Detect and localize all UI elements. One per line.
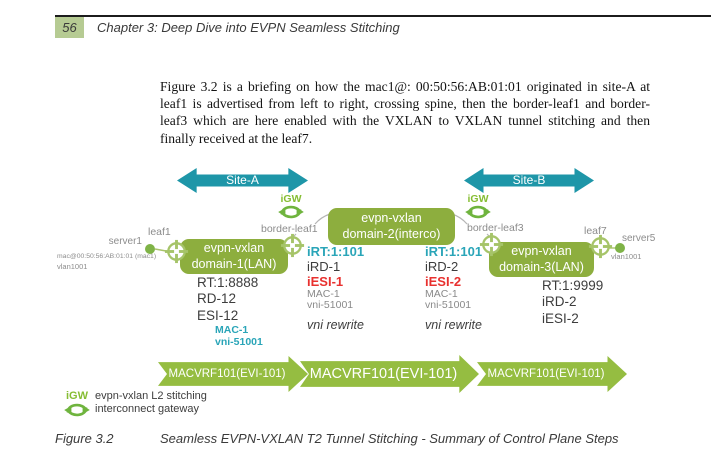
interco-right-rewrite: vni rewrite	[425, 318, 482, 332]
server5-label: server5	[622, 233, 656, 244]
chapter-title: Chapter 3: Deep Dive into EVPN Seamless …	[97, 20, 400, 35]
igw-label-b: iGW	[467, 193, 489, 205]
interconnect-gateway-icon	[63, 402, 91, 418]
site-a-arrow: Site-A	[177, 168, 308, 193]
interco-left-irt: iRT:1:101	[307, 244, 365, 259]
domain1-mac-vni: MAC-1 vni-51001	[215, 324, 263, 349]
interco-right-vni: vni-51001	[425, 299, 472, 311]
interco-right-ird: iRD-2	[425, 259, 459, 274]
page-number-badge: 56	[55, 17, 84, 38]
domain3-rt: RT:1:9999	[542, 278, 604, 293]
border-leaf3-label: border-leaf3	[467, 222, 524, 234]
macvrf-flow-arrow-2: MACVRF101(EVI-101)	[300, 355, 479, 393]
interconnect-gateway-icon	[464, 204, 492, 220]
figure-caption-number: Figure 3.2	[55, 431, 114, 446]
legend-stitching-text: evpn-vxlan L2 stitching	[95, 390, 207, 402]
interco-right-mac: MAC-1	[425, 288, 458, 300]
header-rule	[55, 15, 711, 17]
border-leaf1-label: border-leaf1	[261, 223, 318, 235]
border-leaf1-router-icon	[279, 232, 306, 259]
server5-vlan-label: vlan1001	[611, 252, 642, 261]
body-paragraph: Figure 3.2 is a briefing on how the mac1…	[160, 79, 650, 146]
domain2-line2: domain-2(interco)	[342, 226, 441, 241]
legend-igw-label: iGW	[66, 390, 88, 402]
leaf7-router-icon	[587, 233, 614, 260]
leaf7-label: leaf7	[584, 225, 607, 237]
domain1-esi: ESI-12	[197, 307, 239, 323]
domain1-box: evpn-vxlan domain-1(LAN)	[180, 239, 288, 274]
interco-left-vni: vni-51001	[307, 299, 354, 311]
domain3-line2: domain-3(LAN)	[499, 259, 584, 274]
server1-label: server1	[108, 236, 142, 247]
site-a-label: Site-A	[226, 173, 259, 187]
domain1-attributes: RT:1:8888 RD-12 ESI-12	[197, 275, 258, 324]
domain3-rd: iRD-2	[542, 294, 577, 310]
domain2-line1: evpn-vxlan	[361, 211, 422, 225]
site-b-arrow: Site-B	[464, 168, 594, 193]
macvrf-flow-arrow-3: MACVRF101(EVI-101)	[477, 356, 627, 392]
domain1-vni: vni-51001	[215, 336, 263, 349]
leaf1-router-icon	[163, 238, 190, 265]
domain3-attributes: RT:1:9999 iRD-2 iESI-2	[542, 278, 603, 327]
interco-left-ird: iRD-1	[307, 259, 341, 274]
domain1-line2: domain-1(LAN)	[191, 256, 277, 271]
domain1-rd: RD-12	[197, 291, 237, 307]
domain1-mac: MAC-1	[215, 324, 249, 336]
domain1-rt: RT:1:8888	[197, 275, 259, 290]
macvrf-label-2: MACVRF101(EVI-101)	[309, 366, 458, 382]
site-b-label: Site-B	[512, 173, 546, 187]
interco-left-mac: MAC-1	[307, 288, 340, 300]
domain3-box: evpn-vxlan domain-3(LAN)	[489, 242, 594, 277]
server1-dot	[145, 244, 155, 254]
macvrf-flow-arrow-1: MACVRF101(EVI-101)	[158, 356, 308, 392]
domain3-esi: iESI-2	[542, 310, 579, 326]
domain3-line1: evpn-vxlan	[511, 244, 572, 258]
domain1-line1: evpn-vxlan	[203, 241, 265, 255]
server1-vlan-label: vlan1001	[57, 262, 88, 271]
interco-left-iesi: iESI-1	[307, 274, 344, 289]
interconnect-gateway-icon	[277, 204, 305, 220]
interco-left-rewrite: vni rewrite	[307, 318, 364, 332]
border-leaf3-router-icon	[478, 231, 505, 258]
figure-caption-text: Seamless EVPN-VXLAN T2 Tunnel Stitching …	[160, 431, 619, 446]
domain2-box: evpn-vxlan domain-2(interco)	[328, 208, 455, 245]
server5-dot	[615, 243, 625, 253]
leaf1-label: leaf1	[148, 226, 171, 238]
page-number: 56	[62, 20, 77, 35]
igw-label-a: iGW	[280, 193, 302, 205]
macvrf-label-3: MACVRF101(EVI-101)	[487, 368, 605, 380]
legend-gateway-text: interconnect gateway	[95, 403, 199, 415]
server1-mac-label: mac@00:50:56:AB:01:01 (mac1)	[57, 253, 157, 260]
interco-right-iesi: iESI-2	[425, 274, 462, 289]
interco-right-irt: iRT:1:101	[425, 244, 483, 259]
macvrf-label-1: MACVRF101(EVI-101)	[168, 368, 286, 380]
